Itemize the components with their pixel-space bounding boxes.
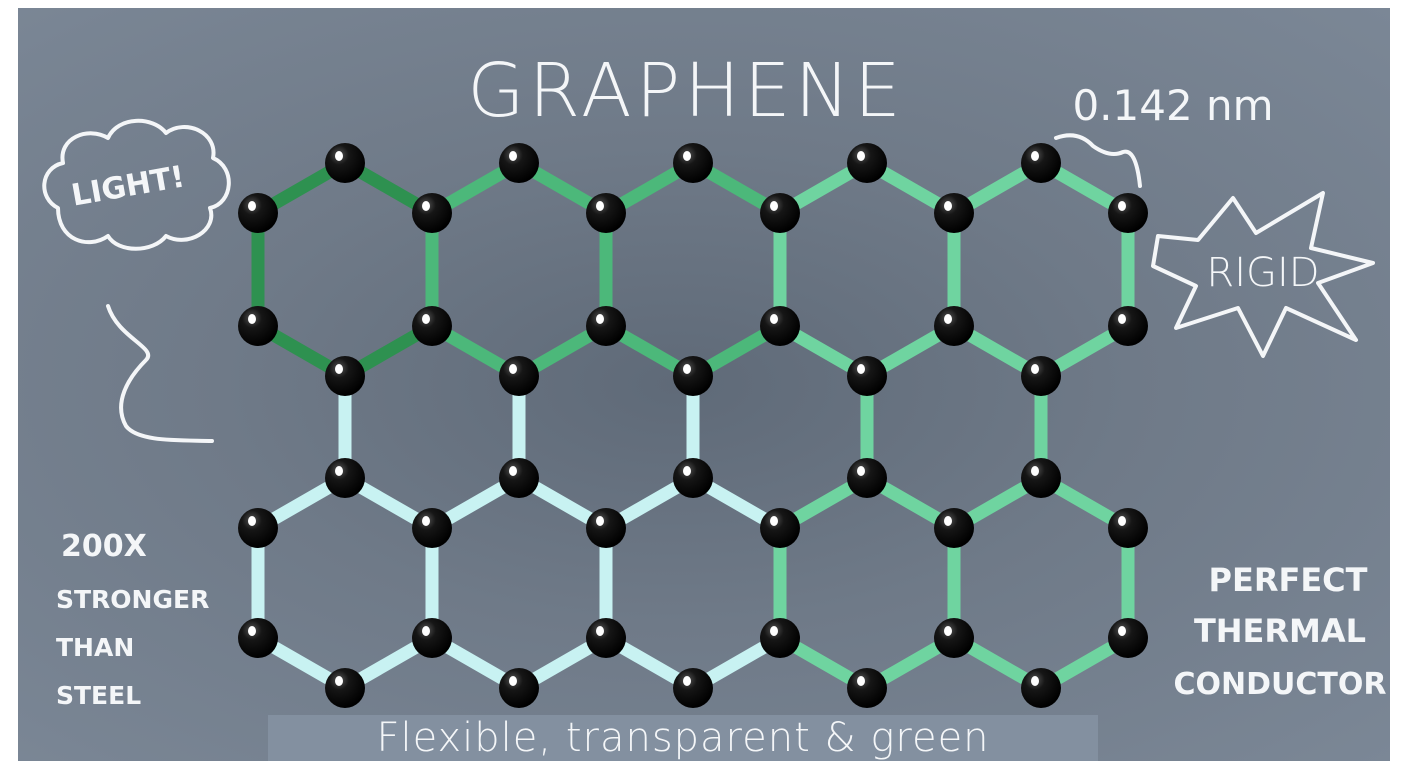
carbon-atom-icon	[238, 618, 278, 658]
rigid-label: RIGID	[1206, 250, 1319, 296]
bond-length-label: 0.142 nm	[1072, 81, 1273, 130]
carbon-atom-icon	[673, 668, 713, 708]
carbon-atom-icon	[673, 356, 713, 396]
light-label: LIGHT!	[69, 159, 187, 213]
carbon-atom-icon	[499, 356, 539, 396]
carbon-atom-icon	[1108, 508, 1148, 548]
carbon-atom-icon	[499, 668, 539, 708]
carbon-atom-icon	[586, 618, 626, 658]
carbon-atom-icon	[760, 193, 800, 233]
carbon-atom-icon	[1108, 618, 1148, 658]
carbon-atom-icon	[934, 306, 974, 346]
carbon-atom-icon	[325, 668, 365, 708]
carbon-atom-icon	[1021, 668, 1061, 708]
thermal-line-2: THERMAL	[1194, 612, 1366, 650]
carbon-atom-icon	[412, 306, 452, 346]
carbon-atom-icon	[499, 458, 539, 498]
strength-line-3: THAN	[56, 633, 134, 662]
rigid-starburst-outline	[1151, 191, 1375, 358]
strength-line-4: STEEL	[56, 681, 141, 710]
carbon-atom-icon	[238, 306, 278, 346]
carbon-atom-icon	[847, 143, 887, 183]
bond-length-brace	[1054, 133, 1142, 188]
carbon-atom-icon	[760, 306, 800, 346]
carbon-atom-icon	[238, 193, 278, 233]
thermal-line-1: PERFECT	[1209, 561, 1368, 599]
carbon-atom-icon	[412, 193, 452, 233]
carbon-atom-icon	[586, 508, 626, 548]
carbon-atoms	[238, 143, 1148, 708]
bottom-caption: Flexible, transparent & green	[268, 715, 1098, 761]
carbon-atom-icon	[325, 356, 365, 396]
carbon-atom-icon	[586, 193, 626, 233]
carbon-atom-icon	[586, 306, 626, 346]
carbon-atom-icon	[673, 143, 713, 183]
thermal-label: PERFECT THERMAL CONDUCTOR	[1174, 561, 1387, 702]
diagram-title: GRAPHENE	[467, 48, 905, 134]
graphene-lattice	[238, 143, 1148, 708]
carbon-atom-icon	[238, 508, 278, 548]
carbon-atom-icon	[499, 143, 539, 183]
carbon-atom-icon	[673, 458, 713, 498]
graphene-diagram: GRAPHENE 0.142 nm LIGHT! RIGID 200X STRO…	[42, 48, 1387, 710]
light-squiggle	[106, 304, 214, 443]
carbon-atom-icon	[325, 143, 365, 183]
carbon-atom-icon	[412, 508, 452, 548]
carbon-atom-icon	[847, 458, 887, 498]
strength-line-1: 200X	[61, 529, 147, 564]
carbon-atom-icon	[325, 458, 365, 498]
carbon-atom-icon	[1021, 356, 1061, 396]
carbon-atom-icon	[847, 668, 887, 708]
carbon-atom-icon	[847, 356, 887, 396]
carbon-bonds	[251, 156, 1135, 695]
strength-label: 200X STRONGER THAN STEEL	[56, 529, 209, 710]
light-cloud-outline	[42, 118, 231, 251]
thermal-line-3: CONDUCTOR	[1174, 667, 1387, 702]
carbon-atom-icon	[412, 618, 452, 658]
carbon-atom-icon	[934, 193, 974, 233]
carbon-atom-icon	[1021, 143, 1061, 183]
strength-line-2: STRONGER	[56, 585, 209, 614]
carbon-atom-icon	[760, 508, 800, 548]
carbon-atom-icon	[1108, 306, 1148, 346]
carbon-atom-icon	[934, 618, 974, 658]
carbon-atom-icon	[934, 508, 974, 548]
chalkboard: GRAPHENE 0.142 nm LIGHT! RIGID 200X STRO…	[18, 8, 1390, 761]
carbon-atom-icon	[1021, 458, 1061, 498]
carbon-atom-icon	[760, 618, 800, 658]
carbon-atom-icon	[1108, 193, 1148, 233]
